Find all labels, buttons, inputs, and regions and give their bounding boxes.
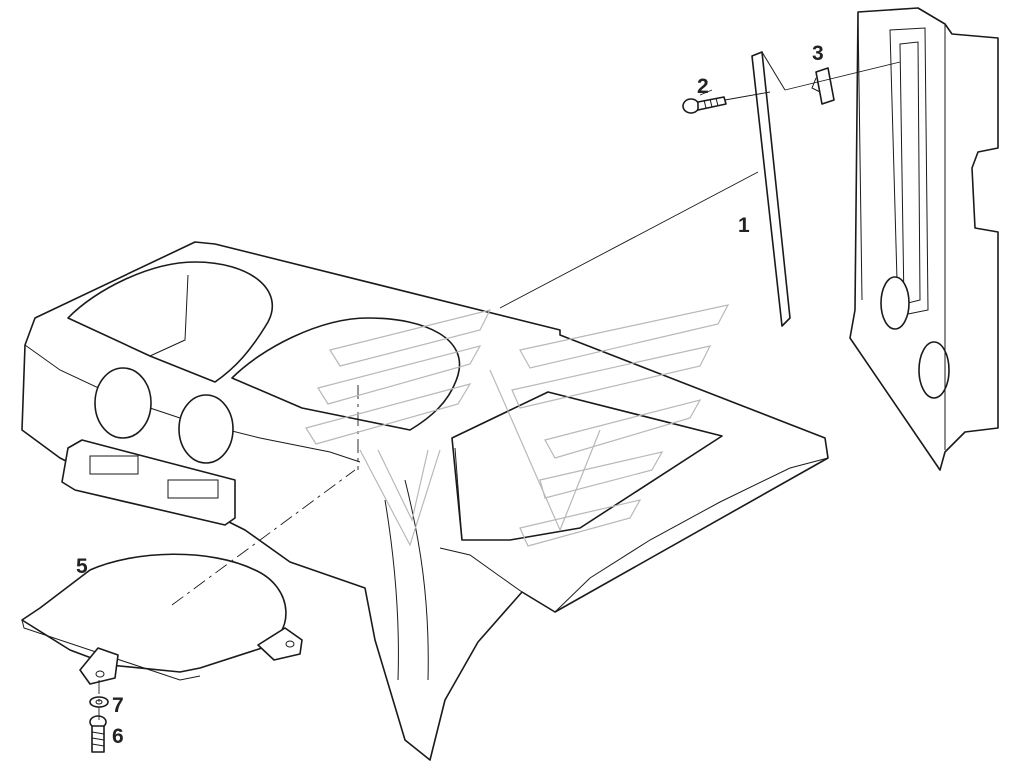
callout-2: 2 — [697, 75, 709, 98]
callout-7: 7 — [112, 694, 124, 717]
side-wall-panel — [849, 7, 999, 471]
callout-3: 3 — [812, 42, 824, 65]
watermark-logo — [305, 304, 730, 547]
part-1-pad — [751, 51, 791, 327]
part-3-clip — [811, 67, 835, 105]
callout-1: 1 — [738, 214, 750, 237]
callout-5: 5 — [76, 555, 88, 578]
part-2-screw — [682, 96, 727, 114]
part-6-bolt — [89, 715, 107, 753]
leader-lines — [98, 61, 901, 720]
part-5-cover — [21, 553, 303, 685]
center-console — [21, 241, 829, 761]
callout-6: 6 — [112, 725, 124, 748]
callout-labels: 1 2 3 5 7 6 — [76, 42, 824, 748]
